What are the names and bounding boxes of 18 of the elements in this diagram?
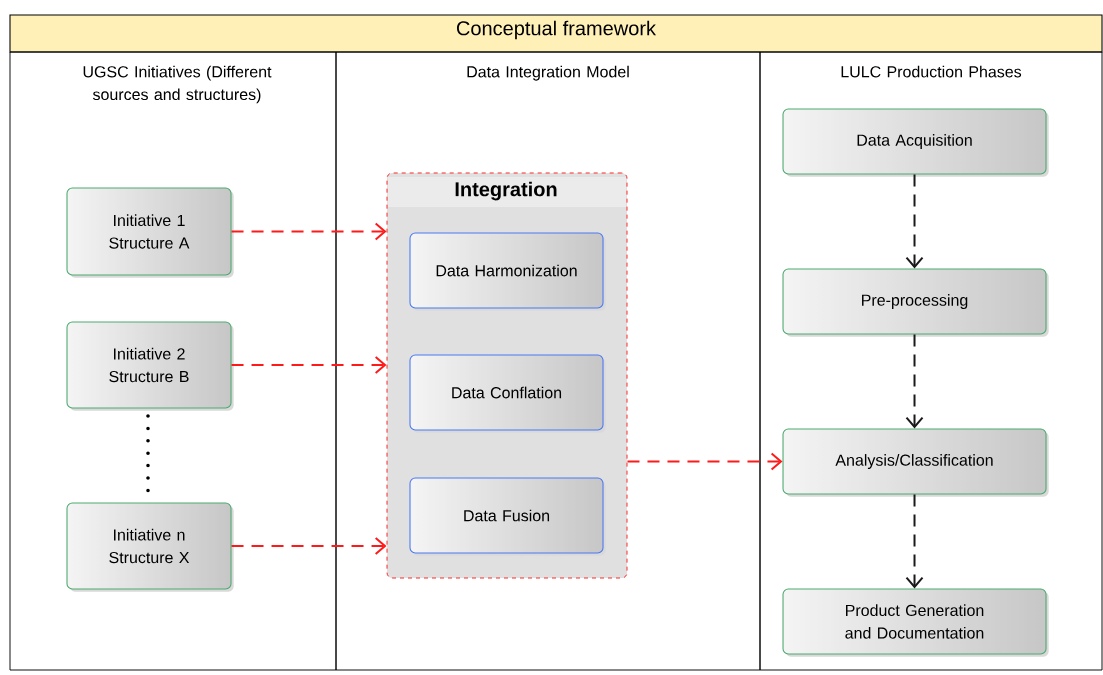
- process-box: Initiative n Structure X: [66, 502, 234, 592]
- process-box: Product Generation and Documentation: [782, 588, 1049, 657]
- process-box: Analysis/Classification: [782, 428, 1049, 497]
- process-box: Initiative 1 Structure A: [66, 187, 234, 278]
- arrow: [230, 222, 387, 241]
- process-box: Data Fusion: [409, 477, 606, 556]
- process-box: Data Conflation: [409, 354, 606, 433]
- arrow: [626, 452, 783, 471]
- arrow: [905, 173, 924, 269]
- process-box: Data Acquisition: [782, 108, 1049, 177]
- arrow: [230, 356, 387, 374]
- process-box: Initiative 2 Structure B: [66, 321, 234, 411]
- arrow: [905, 333, 924, 429]
- arrow: [905, 493, 924, 589]
- process-box: Data Harmonization: [409, 232, 606, 311]
- process-box: Pre-processing: [782, 268, 1049, 337]
- arrow: [230, 537, 387, 555]
- title-band: Conceptual framework: [9, 14, 1103, 53]
